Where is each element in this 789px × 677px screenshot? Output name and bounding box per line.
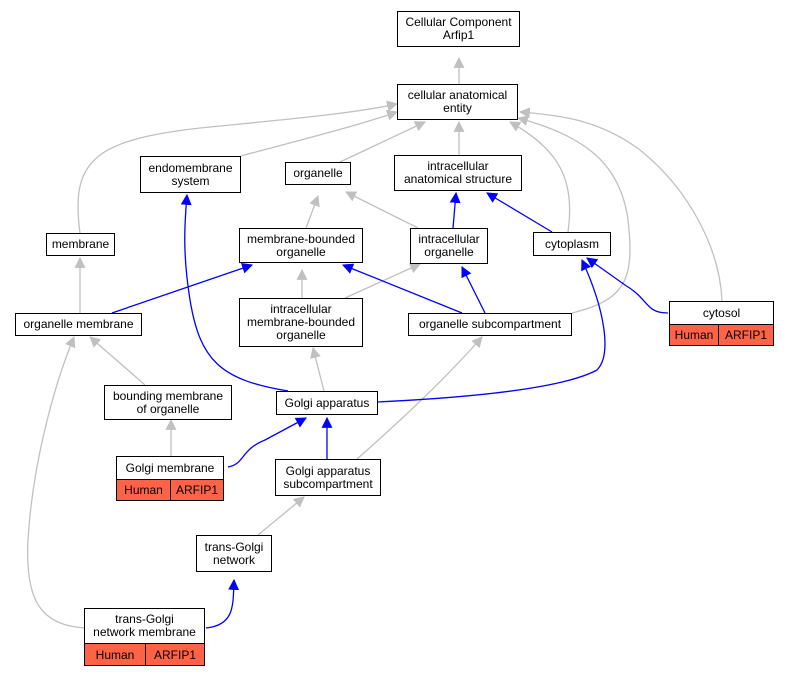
edge-io-organelle bbox=[345, 191, 419, 229]
edge-cytoplasm-ias bbox=[486, 192, 553, 233]
edge-tgnm-tgn bbox=[205, 578, 240, 629]
edge-cytosol-cytoplasm bbox=[586, 257, 669, 314]
edge-golgi-imbo bbox=[310, 346, 325, 392]
annotation-organism: Human bbox=[95, 647, 135, 662]
edge-golgi-cytoplasm bbox=[376, 259, 606, 403]
annotation-cytosol: Human ARFIP1 bbox=[669, 324, 774, 346]
node-golgi-membrane[interactable]: Golgi membrane bbox=[116, 456, 224, 480]
annotation-organism: Human bbox=[674, 328, 714, 342]
edge-os-cae bbox=[516, 115, 631, 314]
node-bounding-membrane-of-organelle[interactable]: bounding membrane of organelle bbox=[104, 385, 232, 420]
edge-tgn-gas bbox=[257, 496, 305, 536]
node-organelle[interactable]: organelle bbox=[285, 162, 351, 185]
node-intracellular-membrane-bounded-organelle[interactable]: intracellular membrane-bounded organelle bbox=[239, 298, 363, 347]
edge-tgnm-om bbox=[26, 335, 86, 629]
annotation-golgi-membrane: Human ARFIP1 bbox=[116, 479, 224, 501]
annotation-organism: Human bbox=[124, 483, 163, 497]
edge-cytoplasm-cae bbox=[509, 121, 571, 233]
edge-os-mbo bbox=[341, 263, 463, 314]
node-cytosol[interactable]: cytosol bbox=[669, 301, 774, 325]
node-intracellular-anatomical-structure[interactable]: intracellular anatomical structure bbox=[394, 155, 522, 191]
annotation-gene: ARFIP1 bbox=[718, 325, 773, 345]
edge-organelle-cae bbox=[339, 121, 426, 163]
edge-endomembrane-cae bbox=[240, 109, 399, 157]
annotation-gene: ARFIP1 bbox=[145, 644, 204, 665]
edge-os-io bbox=[461, 266, 486, 314]
edge-gm-golgi bbox=[227, 417, 307, 468]
node-organelle-subcompartment[interactable]: organelle subcompartment bbox=[408, 313, 572, 336]
node-golgi-apparatus-subcompartment[interactable]: Golgi apparatus subcompartment bbox=[275, 459, 381, 496]
node-intracellular-organelle[interactable]: intracellular organelle bbox=[410, 228, 488, 264]
node-trans-golgi-network[interactable]: trans-Golgi network bbox=[196, 535, 272, 572]
node-cellular-anatomical-entity[interactable]: cellular anatomical entity bbox=[397, 84, 518, 120]
edge-gas-os bbox=[356, 336, 483, 460]
node-cellular-component-arfip1[interactable]: Cellular Component Arfip1 bbox=[397, 11, 520, 47]
edge-membrane-cae bbox=[77, 100, 399, 234]
edge-bmo-om bbox=[89, 336, 146, 386]
edge-om-mbo bbox=[111, 263, 254, 314]
node-membrane[interactable]: membrane bbox=[46, 233, 115, 256]
node-trans-golgi-network-membrane[interactable]: trans-Golgi network membrane bbox=[84, 608, 205, 644]
edge-cytosol-cae bbox=[518, 107, 723, 302]
node-organelle-membrane[interactable]: organelle membrane bbox=[15, 313, 142, 336]
edge-mbo-organelle bbox=[305, 194, 320, 229]
node-membrane-bounded-organelle[interactable]: membrane-bounded organelle bbox=[239, 228, 363, 263]
annotation-gene: ARFIP1 bbox=[170, 480, 223, 500]
edge-golgi-endomembrane bbox=[180, 193, 289, 392]
node-golgi-apparatus[interactable]: Golgi apparatus bbox=[276, 391, 378, 415]
node-endomembrane-system[interactable]: endomembrane system bbox=[140, 156, 241, 193]
edge-ias-cae-part bbox=[449, 191, 461, 229]
annotation-trans-golgi-network-membrane: Human ARFIP1 bbox=[84, 643, 205, 666]
node-cytoplasm[interactable]: cytoplasm bbox=[533, 232, 611, 256]
